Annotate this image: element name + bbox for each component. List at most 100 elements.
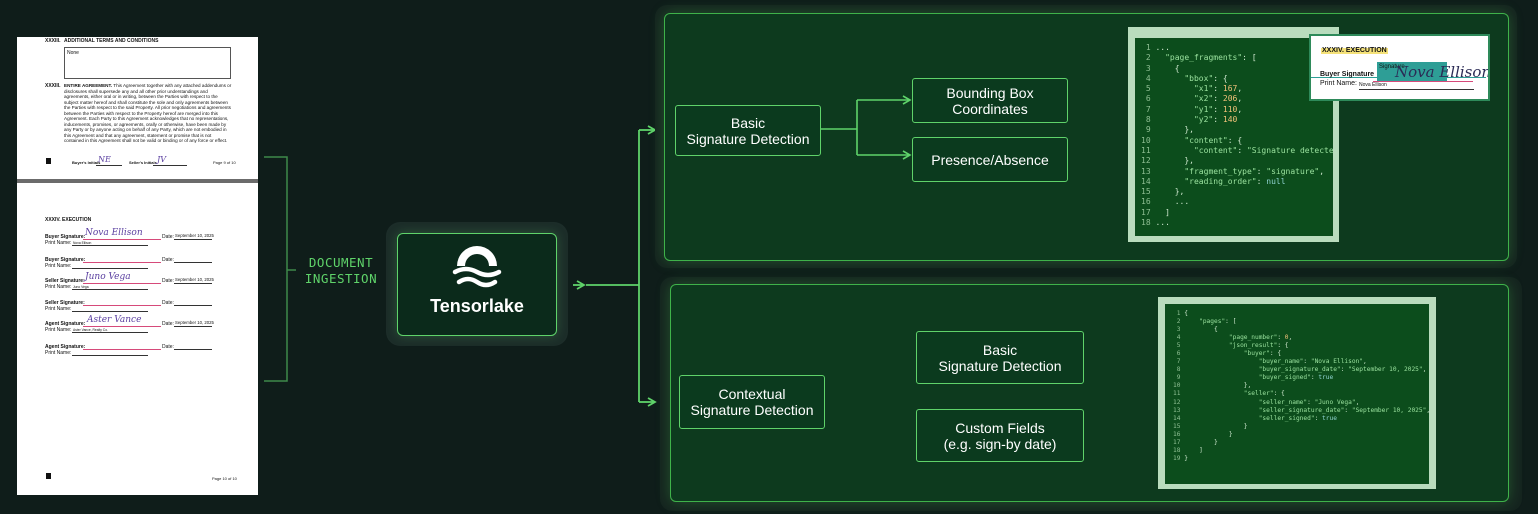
code-token: "seller_signed" (1258, 414, 1315, 422)
code-line-number: 12 (1173, 398, 1185, 406)
signature-line (83, 326, 161, 327)
code-line: 7 "buyer_name": "Nova Ellison", (1173, 358, 1367, 365)
sellers-initials-label: Seller's Initials (129, 160, 157, 165)
document-page-9: XXXIII. ADDITIONAL TERMS AND CONDITIONS … (17, 37, 258, 179)
code-token (1155, 105, 1194, 114)
code-token: : (1237, 145, 1247, 155)
code-token (1155, 115, 1194, 124)
code-line: 13 "fragment_type": "signature", (1141, 167, 1324, 176)
code-line-number: 13 (1173, 406, 1185, 414)
code-line-number: 11 (1173, 390, 1185, 398)
code-token: } (1184, 454, 1188, 462)
entire-agreement-text: This Agreement together with any attache… (64, 83, 232, 143)
code-line-number: 15 (1141, 187, 1156, 197)
code-token (1184, 366, 1259, 373)
code-token (1184, 318, 1199, 325)
code-token: }, (1155, 156, 1194, 166)
code-line: 17 ] (1141, 208, 1170, 217)
code-line: 16 } (1173, 431, 1233, 438)
code-token: "Juno Vega" (1314, 398, 1356, 406)
code-line: 4 "bbox": { (1141, 74, 1228, 83)
code-line: 5 "json_result": { (1173, 342, 1289, 349)
code-line: 1 ... (1141, 43, 1170, 52)
code-line-number: 18 (1141, 218, 1156, 228)
code-token: , (1237, 94, 1243, 104)
code-token: : (1213, 84, 1223, 94)
print-name-label: Print Name: (45, 263, 72, 269)
tensorlake-logo-icon (452, 246, 502, 288)
entire-agreement-title: ENTIRE AGREEMENT. (64, 83, 113, 88)
crop-box-label: Signature (1379, 64, 1405, 70)
code-token: { (1155, 63, 1180, 73)
code-token: "September 10, 2025" (1351, 406, 1427, 414)
document-ingestion-label: DOCUMENT INGESTION (296, 255, 386, 287)
date-value: September 10, 2025 (175, 277, 214, 282)
code-token (1155, 146, 1194, 155)
code-line-number: 19 (1173, 454, 1185, 462)
print-name-value: Aster Vance, Realty Co. (73, 328, 108, 332)
code-line: 9 "buyer_signed": true (1173, 374, 1334, 382)
page-separator (17, 179, 258, 183)
section-number-b: XXXIII. (45, 83, 61, 89)
ingestion-label-line-2: INGESTION (304, 271, 378, 286)
presence-absence-node: Presence/Absence (912, 137, 1068, 182)
code-line-number: 5 (1141, 84, 1156, 94)
signature-line (83, 305, 161, 306)
node-line: Bounding Box (946, 84, 1034, 101)
code-token: "pages" (1199, 318, 1226, 326)
signature-label: Agent Signature: (45, 321, 86, 327)
code-token: : (1310, 374, 1319, 382)
code-line-number: 13 (1141, 166, 1156, 176)
crop-line-cyan (1311, 77, 1486, 78)
terms-box: None (64, 47, 231, 79)
code-line: 14 "reading_order": null (1141, 177, 1286, 186)
code-token: "bbox" (1184, 73, 1214, 83)
entire-agreement-paragraph: ENTIRE AGREEMENT. This Agreement togethe… (64, 83, 232, 144)
code-line-number: 10 (1141, 135, 1156, 145)
code-line-number: 14 (1141, 176, 1156, 186)
code-token (1184, 374, 1259, 381)
code-line: 18 ... (1141, 218, 1170, 227)
ingestion-label-line-1: DOCUMENT (308, 255, 374, 270)
code-token: "signature" (1266, 166, 1320, 176)
node-line: Signature Detection (690, 402, 814, 418)
code-line-number: 14 (1173, 414, 1185, 422)
code-token: : (1256, 166, 1267, 176)
date-line (174, 262, 212, 263)
contextual-json-text: 1 { 2 "pages": [ 3 { 4 "page_number": 0,… (1165, 304, 1429, 463)
code-line: 3 { (1173, 326, 1218, 333)
execution-title: XXXIV. EXECUTION (45, 217, 92, 223)
crop-title: XXXIV. EXECUTION (1321, 47, 1388, 54)
code-token: : (1314, 414, 1323, 422)
code-line-number: 8 (1173, 366, 1185, 374)
code-line: 14 "seller_signed": true (1173, 415, 1337, 422)
buyer-initials-script: NE (98, 155, 111, 164)
signature-line (83, 349, 161, 350)
code-line: 6 "x2": 206, (1141, 94, 1242, 103)
code-token (1184, 399, 1259, 406)
code-line-number: 1 (1141, 43, 1156, 52)
code-line-number: 2 (1173, 318, 1185, 326)
code-token: 167 (1222, 84, 1238, 94)
node-line: Contextual (718, 386, 786, 402)
code-token (1155, 84, 1194, 93)
section-title: ADDITIONAL TERMS AND CONDITIONS (64, 38, 159, 44)
code-line-number: 6 (1173, 350, 1185, 358)
code-token (1155, 177, 1184, 186)
code-line-number: 9 (1173, 374, 1185, 382)
signature-script: Juno Vega (85, 272, 131, 282)
print-name-line (72, 332, 148, 333)
code-line: 12 "seller_name": "Juno Vega", (1173, 399, 1359, 406)
code-token: ... (1155, 218, 1170, 228)
code-line-number: 6 (1141, 94, 1156, 104)
code-token: ... (1155, 43, 1170, 52)
print-name-label: Print Name: (45, 350, 72, 356)
code-token: true (1318, 374, 1334, 382)
code-token: , (1363, 358, 1367, 366)
code-token: "json_result" (1228, 342, 1278, 350)
code-token: "x1" (1193, 84, 1214, 94)
code-line: 13 "seller_signature_date": "September 1… (1173, 407, 1429, 414)
date-line (174, 283, 212, 284)
